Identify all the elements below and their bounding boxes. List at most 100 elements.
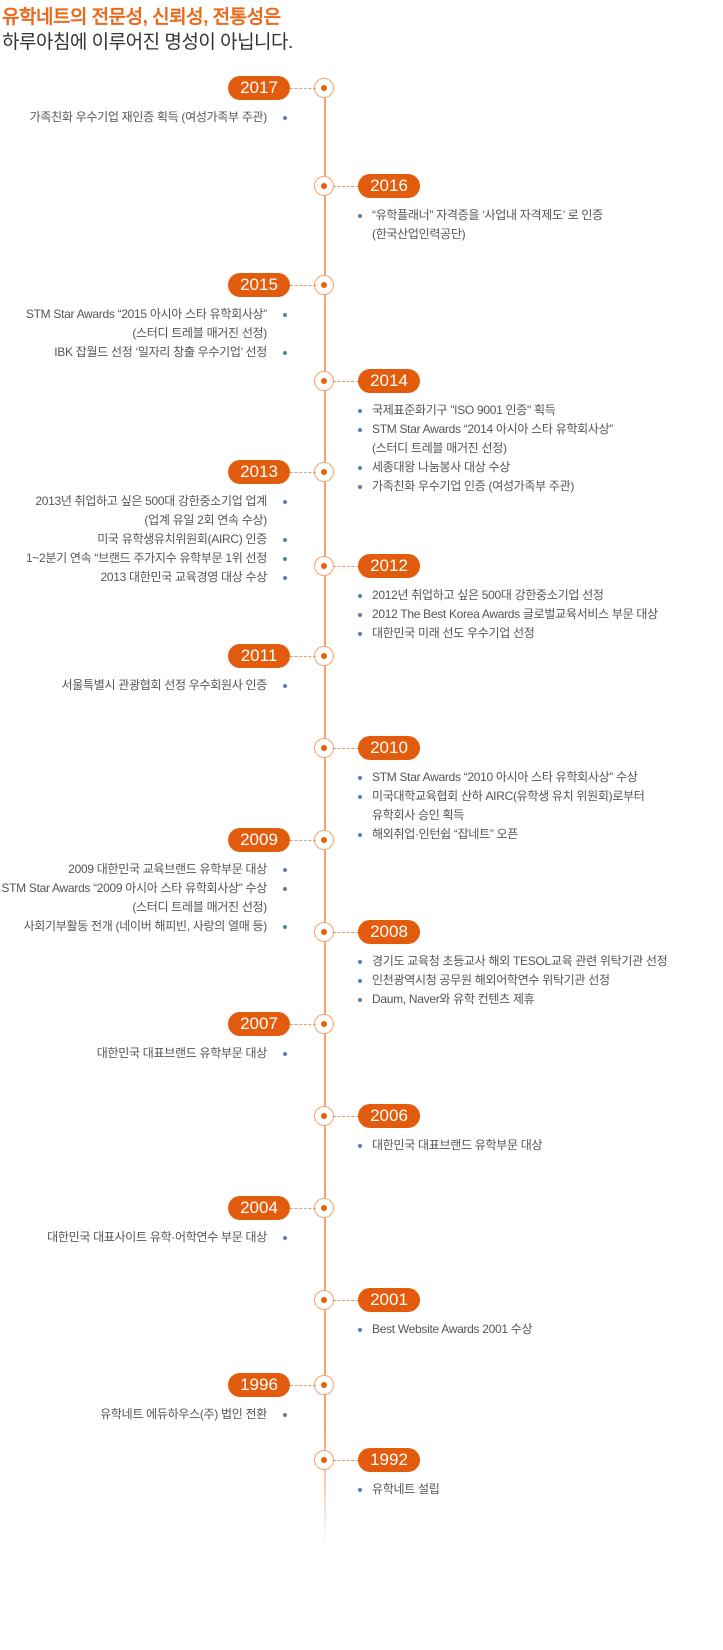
milestone-item: 대한민국 대표사이트 유학·어학연수 부문 대상 <box>47 1228 287 1247</box>
milestone-text: 2012년 취업하고 싶은 500대 강한중소기업 선정 <box>372 588 604 602</box>
bullet-icon <box>283 868 287 872</box>
connector-line <box>290 1024 316 1025</box>
bullet-icon <box>283 538 287 542</box>
milestone-item: 가족친화 우수기업 인증 (여성가족부 주관) <box>358 477 613 496</box>
milestone-item: 대한민국 대표브랜드 유학부문 대상 <box>358 1136 543 1155</box>
timeline-node-icon <box>314 1290 334 1310</box>
milestone-text: IBK 잡월드 선정 ‘일자리 창출 우수기업’ 선정 <box>54 345 267 359</box>
connector-line <box>290 472 316 473</box>
milestone-list: 서울특별시 관광협회 선정 우수회원사 인증 <box>62 676 287 695</box>
milestone-text: 대한민국 대표브랜드 유학부문 대상 <box>96 1046 268 1060</box>
year-badge: 2014 <box>358 369 420 393</box>
bullet-icon <box>283 576 287 580</box>
bullet-icon <box>358 466 362 470</box>
milestone-text: STM Star Awards “2014 아시아 스타 유학회사상” <box>372 422 614 436</box>
timeline-node-icon <box>314 176 334 196</box>
bullet-icon <box>283 116 287 120</box>
connector-line <box>333 186 359 187</box>
milestone-item: “유학플래너” 자격증을 ‘사업내 자격제도’ 로 인증(한국산업인력공단) <box>358 206 603 244</box>
milestone-list: Best Website Awards 2001 수상 <box>358 1320 533 1339</box>
milestone-item: STM Star Awards “2015 아시아 스타 유학회사상”(스터디 … <box>26 305 287 343</box>
milestone-item: 2013년 취업하고 싶은 500대 강한중소기업 업계(업계 유일 2회 연속… <box>26 492 287 530</box>
year-badge: 2006 <box>358 1104 420 1128</box>
milestone-text: 2009 대한민국 교육브랜드 유학부문 대상 <box>68 862 267 876</box>
milestone-text: 2013 대한민국 교육경영 대상 수상 <box>100 570 267 584</box>
year-badge: 2010 <box>358 736 420 760</box>
milestone-list: 국제표준화기구 "ISO 9001 인증" 획득 STM Star Awards … <box>358 401 613 496</box>
milestone-text: Best Website Awards 2001 수상 <box>372 1322 533 1336</box>
milestone-item: Best Website Awards 2001 수상 <box>358 1320 533 1339</box>
bullet-icon <box>283 925 287 929</box>
milestone-item: 유학네트 에듀하우스(주) 법인 전환 <box>100 1405 287 1424</box>
milestone-item: 2012년 취업하고 싶은 500대 강한중소기업 선정 <box>358 586 658 605</box>
milestone-subtext: (스터디 트레블 매거진 선정) <box>132 900 267 914</box>
milestone-subtext: (스터디 트레블 매거진 선정) <box>372 441 507 455</box>
year-badge: 2016 <box>358 174 420 198</box>
bullet-icon <box>283 1236 287 1240</box>
year-badge: 1992 <box>358 1448 420 1472</box>
year-badge: 2011 <box>228 644 290 668</box>
milestone-text: 유학네트 설립 <box>372 1482 440 1496</box>
bullet-icon <box>358 979 362 983</box>
bullet-icon <box>358 485 362 489</box>
timeline-node-icon <box>314 922 334 942</box>
milestone-list: 2012년 취업하고 싶은 500대 강한중소기업 선정 2012 The Bes… <box>358 586 658 643</box>
year-badge: 2009 <box>228 828 290 852</box>
connector-line <box>290 285 316 286</box>
milestone-item: 2013 대한민국 교육경영 대상 수상 <box>26 568 287 587</box>
milestone-text: 해외취업·인턴쉽 “잡네트” 오픈 <box>372 827 519 841</box>
connector-line <box>333 748 359 749</box>
milestone-item: 해외취업·인턴쉽 “잡네트” 오픈 <box>358 825 645 844</box>
milestone-list: 대한민국 대표브랜드 유학부문 대상 <box>97 1044 287 1063</box>
bullet-icon <box>358 960 362 964</box>
milestone-subtext: (스터디 트레블 매거진 선정) <box>132 326 267 340</box>
timeline-node-icon <box>314 1014 334 1034</box>
year-badge: 1996 <box>228 1373 290 1397</box>
bullet-icon <box>283 1413 287 1417</box>
milestone-item: 인천광역시청 공무원 해외어학연수 위탁기관 선정 <box>358 971 667 990</box>
connector-line <box>333 566 359 567</box>
milestone-text: 2012 The Best Korea Awards 글로벌교육서비스 부문 대… <box>372 607 658 621</box>
heading-line-1: 유학네트의 전문성, 신뢰성, 전통성은 <box>2 7 281 28</box>
milestone-text: 세종대왕 나눔봉사 대상 수상 <box>372 460 510 474</box>
milestone-item: STM Star Awards “2010 아시아 스타 유학회사상” 수상 <box>358 768 645 787</box>
milestone-text: 가족친화 우수기업 인증 (여성가족부 주관) <box>372 479 575 493</box>
timeline-node-icon <box>314 1198 334 1218</box>
year-badge: 2004 <box>228 1196 290 1220</box>
timeline-node-icon <box>314 738 334 758</box>
year-badge: 2012 <box>358 554 420 578</box>
connector-line <box>333 1460 359 1461</box>
bullet-icon <box>283 351 287 355</box>
connector-line <box>333 932 359 933</box>
milestone-item: STM Star Awards “2014 아시아 스타 유학회사상” (스터디 … <box>358 420 613 458</box>
timeline-node-icon <box>314 1450 334 1470</box>
bullet-icon <box>283 313 287 317</box>
milestone-text: 대한민국 미래 선도 우수기업 선정 <box>372 626 535 640</box>
milestone-text: 사회기부활동 전개 (네이버 해피빈, 사랑의 열매 등) <box>23 919 268 933</box>
year-badge: 2015 <box>228 273 290 297</box>
bullet-icon <box>358 833 362 837</box>
year-badge: 2007 <box>228 1012 290 1036</box>
milestone-text: 대한민국 대표브랜드 유학부문 대상 <box>372 1138 543 1152</box>
timeline-node-icon <box>314 275 334 295</box>
milestone-text: 국제표준화기구 "ISO 9001 인증" 획득 <box>372 403 556 417</box>
milestone-item: 국제표준화기구 "ISO 9001 인증" 획득 <box>358 401 613 420</box>
milestone-item: 2012 The Best Korea Awards 글로벌교육서비스 부문 대… <box>358 605 658 624</box>
connector-line <box>290 656 316 657</box>
milestone-text: “유학플래너” 자격증을 ‘사업내 자격제도’ 로 인증 <box>372 208 603 222</box>
timeline-node-icon <box>314 462 334 482</box>
milestone-text: 서울특별시 관광협회 선정 우수회원사 인증 <box>61 678 268 692</box>
year-badge: 2017 <box>228 76 290 100</box>
bullet-icon <box>358 998 362 1002</box>
milestone-item: 1~2분기 연속 “브랜드 주가지수 유학부문 1위 선정 <box>26 549 287 568</box>
milestone-item: Daum, Naver와 유학 컨텐츠 제휴 <box>358 990 667 1009</box>
bullet-icon <box>358 428 362 432</box>
milestone-item: 유학네트 설립 <box>358 1480 440 1499</box>
timeline-node-icon <box>314 556 334 576</box>
bullet-icon <box>283 1052 287 1056</box>
timeline-node-icon <box>314 78 334 98</box>
